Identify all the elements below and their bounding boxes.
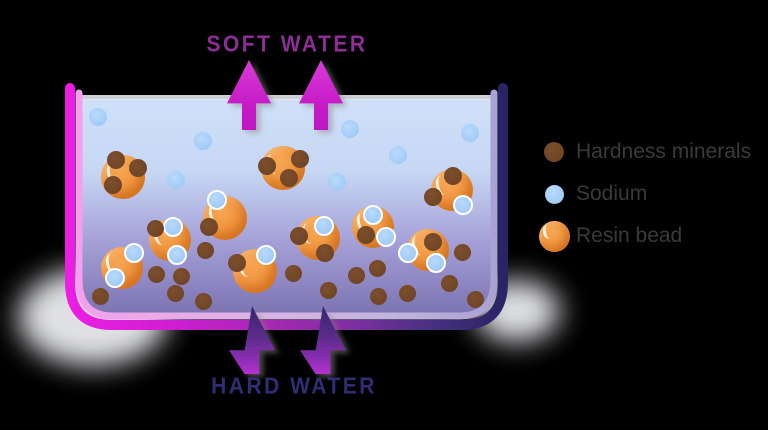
hardness-mineral-dot [319, 281, 337, 299]
hardness-mineral-dot [91, 287, 109, 305]
sodium-dot [167, 171, 185, 189]
sodium-dot [314, 216, 334, 236]
sodium-dot [461, 124, 479, 142]
legend-label-hardness-minerals: Hardness minerals [576, 140, 752, 163]
hardness-mineral-dot [357, 226, 375, 244]
hardness-mineral-dot [290, 227, 308, 245]
sodium-dot [256, 245, 276, 265]
hardness-mineral-dot [166, 284, 184, 302]
sodium-dot [124, 243, 144, 263]
hardness-mineral-dot [424, 233, 442, 251]
soft-water-label: SOFT WATER [206, 31, 368, 58]
sodium-dot [163, 217, 183, 237]
sodium-icon [544, 184, 564, 204]
hardness-mineral-dot [369, 287, 387, 305]
hardness-mineral-dot [291, 150, 309, 168]
water-surface-line [82, 95, 491, 100]
hardness-mineral-dot [129, 159, 147, 177]
legend-item-sodium: Sodium [536, 182, 751, 206]
legend-icon-box [536, 184, 572, 204]
hardness-mineral-icon [544, 142, 564, 162]
legend: Hardness minerals Sodium Resin bead [536, 140, 751, 266]
hardness-mineral-dot [466, 290, 484, 308]
resin-bead [101, 151, 147, 199]
resin-bead [200, 190, 247, 240]
hard-water-label: HARD WATER [211, 373, 377, 400]
sodium-dot [167, 245, 187, 265]
hardness-mineral-dot [107, 151, 125, 169]
resin-bead [228, 245, 277, 293]
resin-bead-icon [538, 220, 570, 252]
sodium-dot [376, 227, 396, 247]
sodium-dot [89, 108, 107, 126]
resin-bead [398, 229, 449, 273]
hardness-mineral-dot [424, 188, 442, 206]
hardness-mineral-dot [228, 254, 246, 272]
hardness-mineral-dot [146, 219, 164, 237]
hardness-mineral-dot [200, 218, 218, 236]
hardness-mineral-dot [440, 274, 458, 292]
legend-icon-box [536, 220, 572, 252]
arrow-shape [229, 306, 275, 374]
hardness-mineral-dot [258, 157, 276, 175]
arrow-shape [300, 306, 346, 374]
resin-bead [352, 205, 396, 248]
sodium-dot [341, 120, 359, 138]
sodium-dot [105, 268, 125, 288]
sodium-dot [207, 190, 227, 210]
resin-bead [258, 146, 309, 190]
hardness-mineral-dot [194, 292, 212, 310]
legend-item-hardness-minerals: Hardness minerals [536, 140, 751, 164]
hardness-mineral-dot [368, 259, 386, 277]
tank-water [82, 99, 491, 313]
hardness-mineral-dot [104, 176, 122, 194]
sodium-dot [194, 132, 212, 150]
resin-bead [101, 243, 144, 289]
sodium-dot [328, 173, 346, 191]
hardness-mineral-dot [172, 267, 190, 285]
sodium-dot [398, 243, 418, 263]
legend-label-sodium: Sodium [576, 182, 648, 205]
hardness-mineral-dot [453, 243, 471, 261]
hardness-mineral-dot [147, 265, 165, 283]
resin-bead [290, 216, 340, 262]
hardness-mineral-dot [347, 266, 365, 284]
sodium-dot [389, 146, 407, 164]
legend-label-resin-bead: Resin bead [576, 224, 683, 247]
sodium-dot [453, 195, 473, 215]
hardness-mineral-dot [280, 169, 298, 187]
hardness-mineral-dot [398, 284, 416, 302]
legend-icon-box [536, 142, 572, 162]
hardness-mineral-dot [196, 241, 214, 259]
hardness-mineral-dot [444, 167, 462, 185]
hardness-mineral-dot [316, 244, 334, 262]
sodium-dot [363, 205, 383, 225]
sodium-dot [426, 253, 446, 273]
resin-bead [424, 167, 473, 215]
hardness-mineral-dot [284, 264, 302, 282]
legend-item-resin-bead: Resin bead [536, 220, 751, 252]
